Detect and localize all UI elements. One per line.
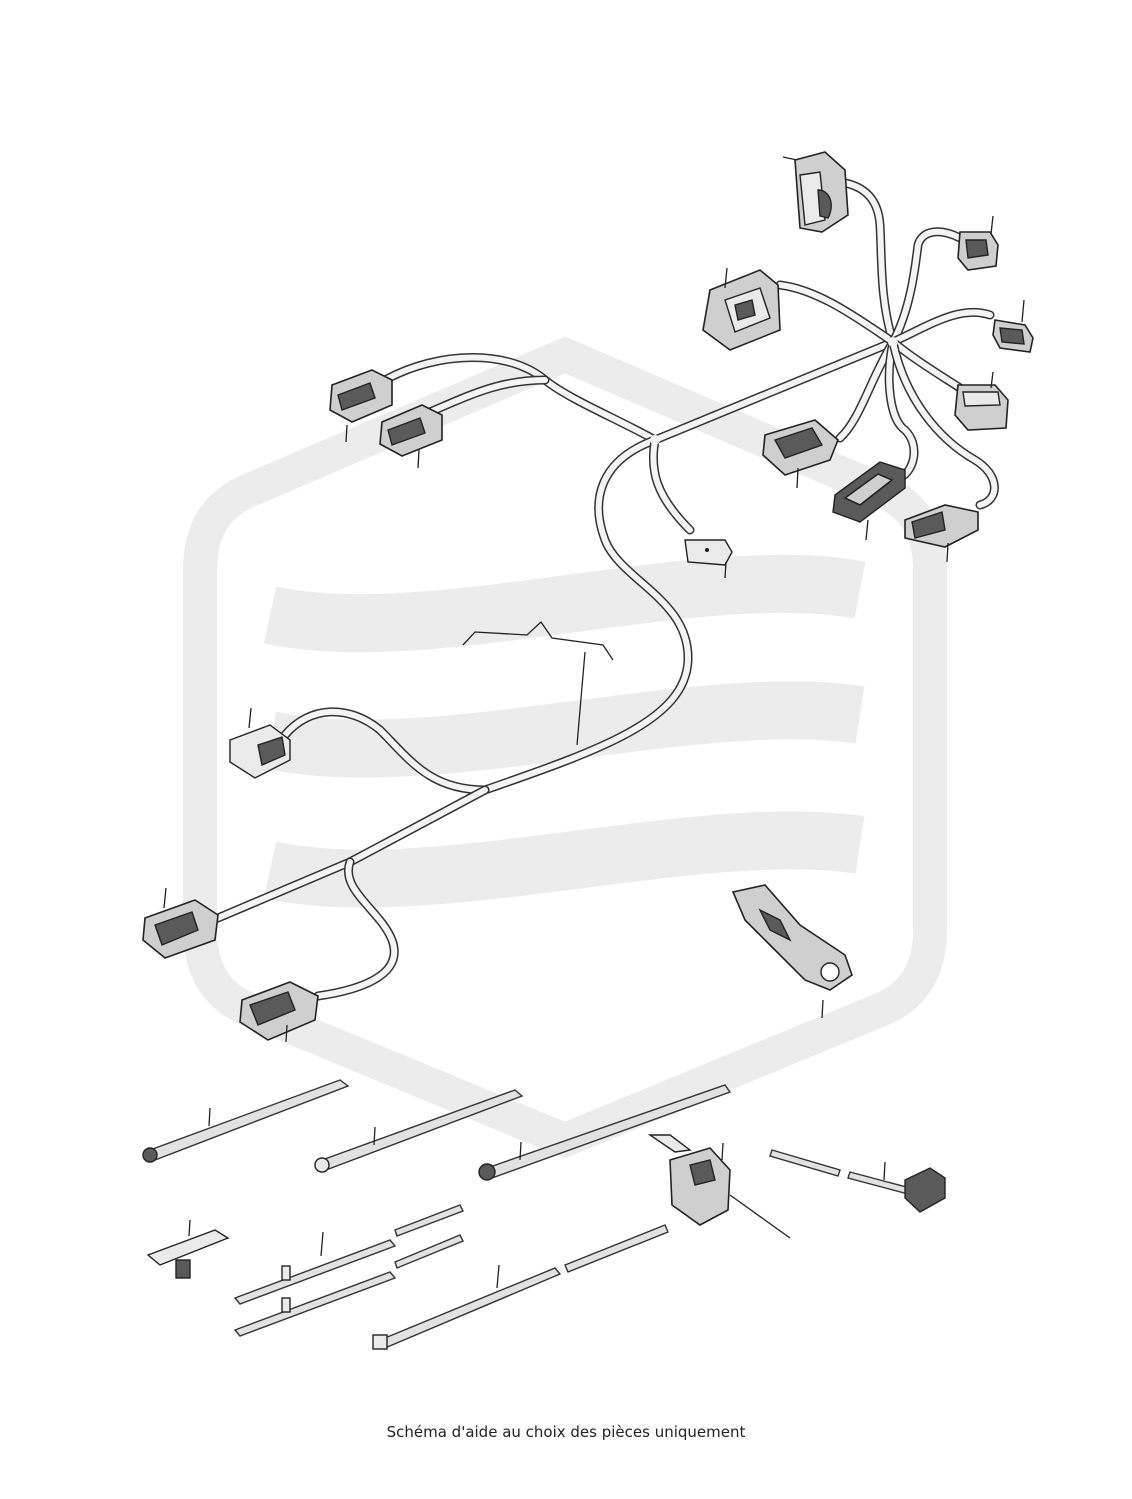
- diagram-caption: Schéma d'aide au choix des pièces unique…: [386, 1423, 746, 1441]
- cable-tie-5: [233, 1204, 464, 1337]
- connector-right-upper: [992, 299, 1034, 353]
- connector-bottom-right: [904, 504, 979, 563]
- cable-tie-6: [372, 1224, 669, 1350]
- connector-right-middle: [954, 371, 1009, 431]
- harness-hub-main: [888, 337, 898, 347]
- connector-center-right: [762, 419, 839, 489]
- cable-tie-1: [142, 1079, 350, 1163]
- harness-wires: [213, 177, 999, 1001]
- connector-left-upper-2: [379, 404, 443, 469]
- mounting-bracket: [731, 884, 853, 1019]
- connector-left-lower: [142, 887, 219, 959]
- connector-left-upper-1: [329, 369, 393, 443]
- cable-tie-3: [478, 1084, 732, 1181]
- cable-tie-2: [314, 1089, 524, 1173]
- connector-left-middle: [229, 707, 291, 779]
- spring-clip: [146, 1219, 230, 1279]
- connector-bottom-left: [239, 981, 319, 1043]
- harness-hub-center: [650, 435, 660, 445]
- harness-label-bracket: [462, 621, 614, 746]
- connector-center-dark: [832, 461, 906, 541]
- cable-tie-4: [769, 1149, 946, 1213]
- connector-small-center: [684, 539, 733, 579]
- connector-top-module: [782, 151, 849, 233]
- connector-small-top-right: [957, 215, 999, 271]
- cable-tie-clip: [647, 1134, 791, 1239]
- connector-large-ecu: [702, 267, 781, 351]
